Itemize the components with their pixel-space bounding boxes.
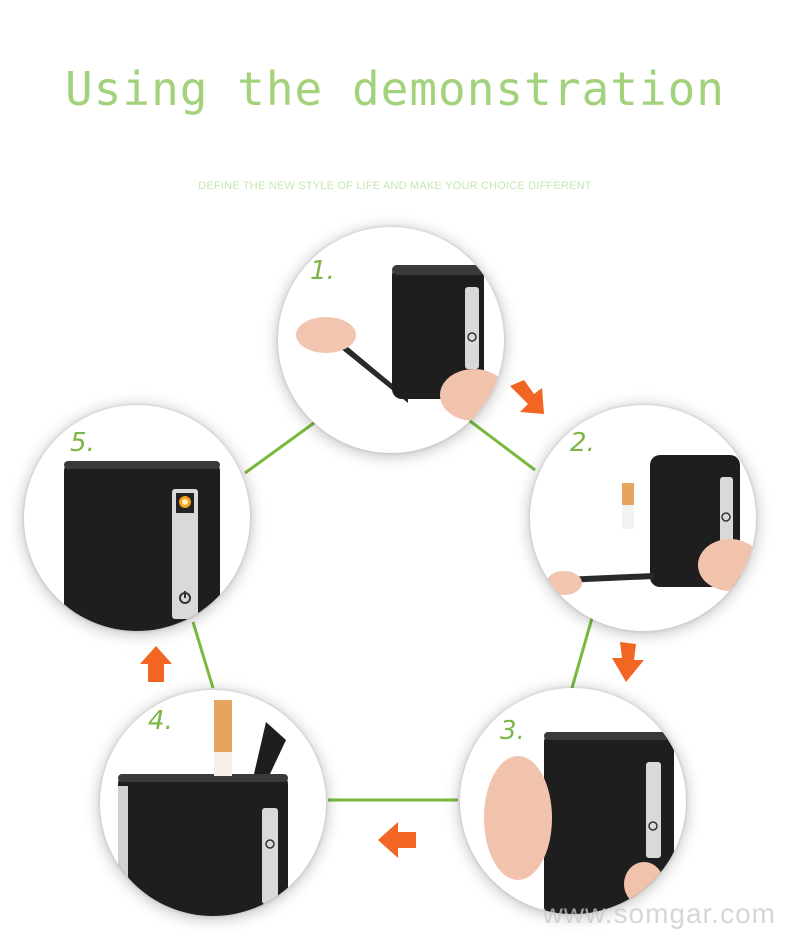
step-5-circle (24, 405, 250, 631)
connector-line (465, 416, 536, 472)
connector-line (244, 418, 319, 475)
step-3-circle (460, 688, 686, 914)
step-4-illustration (118, 700, 288, 916)
step-5-label: 5. (70, 428, 95, 458)
connector-line (191, 621, 215, 689)
arrow-down-icon (612, 642, 644, 682)
step-3-illustration (484, 732, 674, 914)
connector-line (570, 617, 594, 689)
step-5-illustration (64, 461, 220, 631)
step-2-illustration (546, 455, 756, 595)
arrow-up-icon (140, 646, 172, 682)
step-1-circle (278, 227, 504, 453)
step-1-illustration (296, 265, 504, 421)
step-2-label: 2. (570, 428, 595, 458)
step-4-circle (100, 690, 326, 916)
step-1-label: 1. (310, 256, 335, 286)
step-4-label: 4. (148, 706, 173, 736)
page-subtitle: DEFINE THE NEW STYLE OF LIFE AND MAKE YO… (198, 180, 592, 192)
step-3-label: 3. (500, 716, 525, 746)
step-2-circle (530, 405, 756, 631)
arrow-left-icon (378, 822, 416, 858)
watermark: www.somgar.com (542, 898, 776, 929)
page-title: Using the demonstration (65, 62, 725, 116)
arrow-down-right-icon (510, 380, 544, 414)
